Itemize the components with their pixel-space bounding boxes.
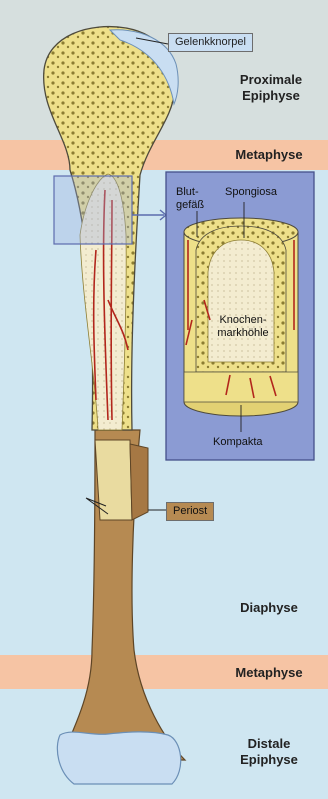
label-spongiosa: Spongiosa [225, 186, 277, 199]
label-metaphyse-bottom: Metaphyse [214, 665, 324, 681]
label-gelenkknorpel: Gelenkknorpel [168, 33, 253, 52]
inset-selection [54, 176, 132, 244]
label-epiphyse-top: Epiphyse [216, 88, 326, 104]
label-distale: Distale [214, 736, 324, 752]
label-blutgefaess: Blut- gefäß [176, 186, 204, 212]
label-proximale: Proximale [216, 72, 326, 88]
label-markhoehle: markhöhle [210, 327, 276, 340]
distal-cartilage [57, 732, 180, 784]
label-knochen: Knochen- [210, 314, 276, 327]
label-metaphyse-top: Metaphyse [214, 147, 324, 163]
label-kompakta: Kompakta [213, 436, 263, 449]
label-gefaess: gefäß [176, 199, 204, 212]
label-periost: Periost [166, 502, 214, 521]
label-epiphyse-bottom: Epiphyse [214, 752, 324, 768]
label-knochenmarkhoehle: Knochen- markhöhle [210, 314, 276, 340]
label-proximale-epiphyse: Proximale Epiphyse [216, 72, 326, 104]
label-diaphyse: Diaphyse [214, 600, 324, 616]
label-blut: Blut- [176, 186, 204, 199]
label-distale-epiphyse: Distale Epiphyse [214, 736, 324, 768]
